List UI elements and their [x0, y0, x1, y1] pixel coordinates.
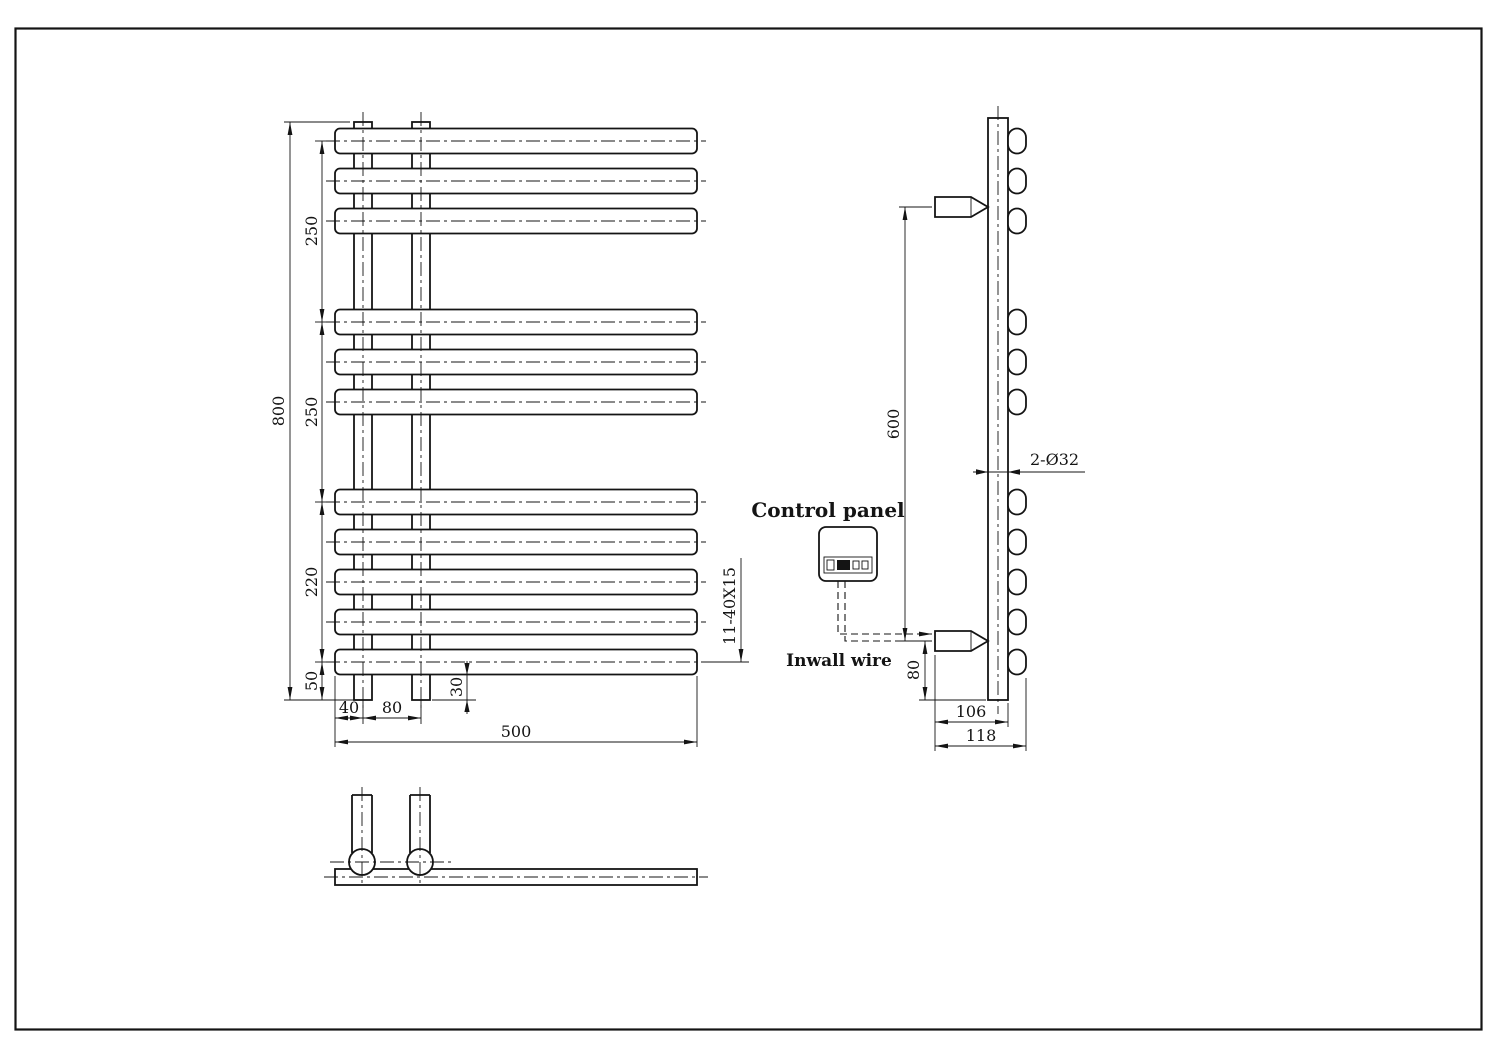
panel-button: [852, 560, 860, 570]
bar-end: [1007, 388, 1027, 416]
dim-bracket-spacing: 600: [884, 409, 903, 440]
dim-bracket-depth: 106: [956, 702, 987, 721]
front-centerlines: [326, 112, 706, 712]
dim-overall-width: 500: [501, 722, 532, 741]
control-panel-label: Control panel: [751, 498, 905, 522]
front-dimension-lines: [287, 122, 744, 745]
dim-lower-section: 220: [302, 567, 321, 598]
label-bar-spec: 11-40X15: [720, 567, 739, 645]
dim-bracket-bottom-offset: 80: [904, 660, 923, 680]
control-panel-display-band: [823, 556, 873, 574]
dim-middle-section: 250: [302, 397, 321, 428]
dim-top-section: 250: [302, 216, 321, 247]
label-hole-spec: 2-Ø32: [1030, 450, 1079, 469]
dim-bottom-section: 50: [302, 671, 321, 691]
panel-button: [826, 559, 835, 571]
bar-end: [1007, 528, 1027, 556]
towel-bars: [334, 127, 698, 676]
bar-end: [1007, 348, 1027, 376]
bar-end: [1007, 167, 1027, 195]
bar-end: [1007, 127, 1027, 155]
panel-display: [837, 560, 850, 570]
wall-brackets: [934, 196, 990, 652]
dim-rail-extension: 30: [447, 677, 466, 697]
bracket-top: [934, 196, 990, 218]
bar-ends: [1007, 127, 1027, 676]
panel-button: [861, 560, 869, 570]
dim-overall-depth: 118: [966, 726, 997, 745]
plan-view: [324, 787, 708, 886]
side-extension-lines: [899, 206, 1027, 751]
bar-end: [1007, 608, 1027, 636]
control-panel: Control panel Inwall wire: [751, 498, 932, 671]
inwall-wiring: [837, 581, 932, 642]
front-view: 800 250 250 220 50 40 80 500 30 11-40X15: [269, 112, 749, 747]
side-view: 600 80 2-Ø32 106 118: [884, 106, 1085, 751]
bar-end: [1007, 568, 1027, 596]
side-dimension-lines: [902, 207, 1085, 749]
bar-end: [1007, 308, 1027, 336]
front-extension-lines: [284, 121, 749, 747]
inwall-wire-label: Inwall wire: [786, 651, 892, 671]
control-panel-box: [818, 526, 878, 582]
bracket-bottom: [934, 630, 990, 652]
dim-overall-height: 800: [269, 396, 288, 427]
bar-end: [1007, 648, 1027, 676]
dim-rail-offset: 40: [339, 698, 359, 717]
dim-rail-spacing: 80: [382, 698, 402, 717]
sheet-border: [14, 27, 1483, 1031]
bar-end: [1007, 488, 1027, 516]
plan-centerlines: [324, 787, 708, 886]
bar-end: [1007, 207, 1027, 235]
